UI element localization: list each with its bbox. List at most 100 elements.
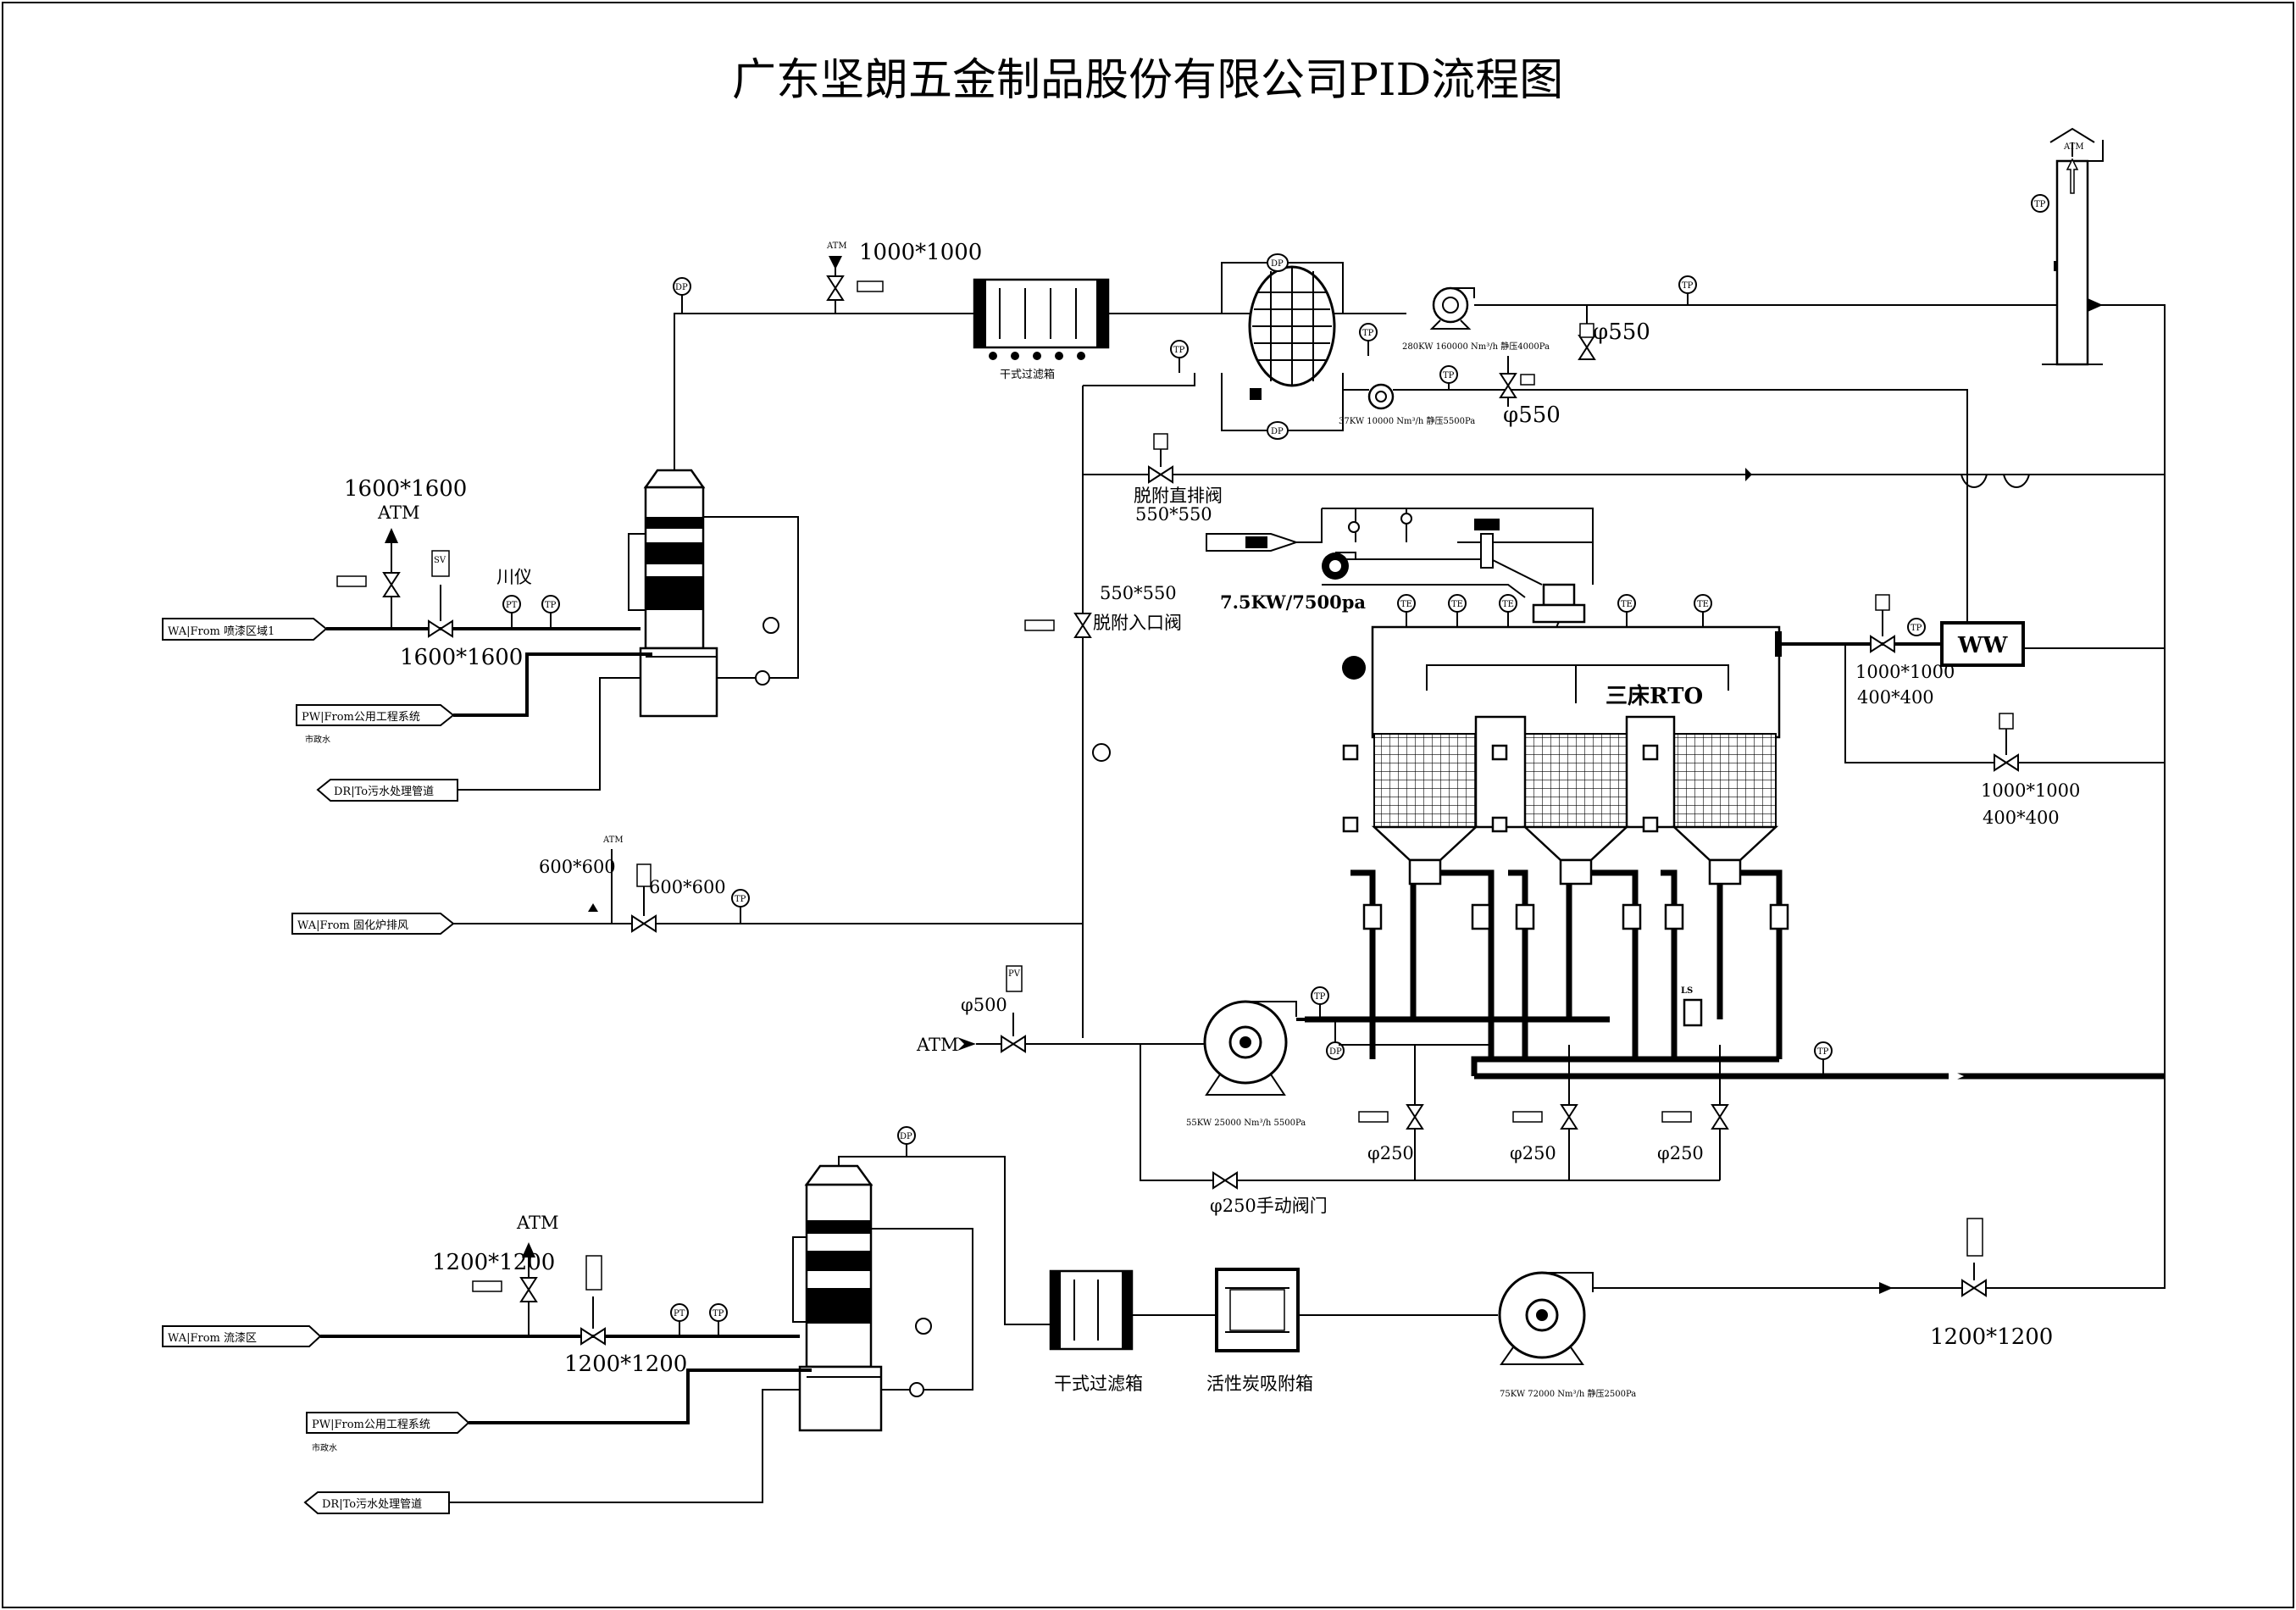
tp-gauge-rto-out: TP (1814, 1041, 1833, 1076)
source-wa-3: WA|From 流漆区 (162, 1325, 322, 1347)
burner-system: 7.5KW/7500pa (1206, 508, 1594, 653)
svg-text:ATM: ATM (516, 1213, 559, 1233)
valve-phi550-bottom: φ550 (1500, 356, 1561, 428)
svg-text:1200*1200: 1200*1200 (1930, 1324, 2053, 1350)
svg-text:DP: DP (1329, 1047, 1342, 1057)
svg-text:DR|To污水处理管道: DR|To污水处理管道 (334, 786, 434, 798)
valve-1000-b: 1000*1000 400*400 (1981, 713, 2080, 828)
svg-text:DP: DP (900, 1132, 912, 1141)
valve-1600: SV 1600*1600 (400, 550, 523, 670)
source-dr-1: DR|To污水处理管道 (316, 779, 458, 802)
svg-text:TE: TE (1451, 600, 1463, 609)
svg-text:脱附直排阀: 脱附直排阀 (1134, 486, 1223, 506)
svg-text:7.5KW/7500pa: 7.5KW/7500pa (1220, 591, 1366, 613)
fan-37kw: 37KW 10000 Nm³/h 静压5500Pa (1339, 383, 1475, 426)
svg-text:55KW 25000 Nm³/h 5500Pa: 55KW 25000 Nm³/h 5500Pa (1186, 1119, 1306, 1128)
svg-text:1600*1600: 1600*1600 (400, 645, 523, 670)
svg-text:TP: TP (1817, 1047, 1829, 1057)
svg-text:ATM: ATM (826, 242, 847, 251)
svg-text:DP: DP (1271, 259, 1284, 269)
svg-text:PT: PT (674, 1309, 685, 1319)
zeolite-rotor: DP DP (1221, 253, 1344, 440)
outlet-arrow (1949, 1069, 1964, 1083)
tp-gauge-rotor-out: TP (1359, 323, 1378, 356)
pipe-ww-out (1844, 644, 2165, 763)
valve-desorb-exhaust: 脱附直排阀 550*550 (1134, 433, 1223, 525)
diagram-title: 广东坚朗五金制品股份有限公司PID流程图 (732, 55, 1563, 106)
tp-gauge-desorb: TP (1439, 365, 1458, 390)
svg-text:TP: TP (735, 895, 746, 904)
svg-text:1000*1000: 1000*1000 (1855, 662, 1955, 682)
pipe-scrubber1-to-filter (674, 313, 974, 470)
pipe-dr1 (458, 677, 641, 791)
scrubber2-recirc (792, 1228, 973, 1391)
svg-text:市政水: 市政水 (312, 1442, 337, 1453)
fan-75kw: 75KW 72000 Nm³/h 静压2500Pa (1498, 1271, 1636, 1399)
svg-text:600*600: 600*600 (649, 877, 726, 897)
valve-600: 600*600 (631, 863, 726, 932)
svg-text:SV: SV (434, 556, 446, 565)
svg-text:TE: TE (1621, 600, 1633, 609)
svg-text:TP: TP (1314, 992, 1326, 1002)
svg-text:1200*1200: 1200*1200 (564, 1352, 687, 1377)
svg-text:活性炭吸附箱: 活性炭吸附箱 (1206, 1374, 1313, 1394)
valve-1000-a: TP 1000*1000 400*400 (1855, 594, 1955, 708)
valve-1200-a: 1200*1200 (564, 1255, 687, 1377)
svg-text:75KW 72000 Nm³/h 静压2500Pa: 75KW 72000 Nm³/h 静压2500Pa (1500, 1388, 1636, 1399)
dp-gauge-1: DP (673, 277, 691, 314)
svg-text:TP: TP (2034, 200, 2046, 209)
source-pw-1: PW|From公用工程系统 市政水 (296, 704, 455, 745)
svg-text:LS: LS (1681, 986, 1693, 996)
tp-gauge-desorb-line: TP (1170, 340, 1189, 373)
scrubber1-recirc (628, 516, 799, 679)
svg-text:ATM: ATM (916, 1035, 959, 1055)
valve-desorb-inlet: 550*550 脱附入口阀 (1024, 583, 1182, 638)
svg-text:550*550: 550*550 (1100, 583, 1177, 603)
pt-tp-gauges-1: PT TP (502, 595, 560, 629)
svg-text:1000*1000: 1000*1000 (1981, 780, 2080, 801)
source-wa-2: WA|From 固化炉排风 (291, 913, 455, 935)
ww-heat-exchanger: WW (1940, 621, 2025, 667)
ca-gauge (1092, 743, 1111, 762)
atm-vent-1600: ATM 1600*1600 (336, 476, 467, 629)
svg-text:ATM: ATM (2063, 142, 2084, 152)
svg-text:三床RTO: 三床RTO (1606, 683, 1703, 709)
fan-55kw: 55KW 25000 Nm³/h 5500Pa (1186, 1000, 1306, 1128)
svg-text:TP: TP (1362, 329, 1374, 338)
svg-text:WA|From 固化炉排风: WA|From 固化炉排风 (297, 919, 408, 932)
svg-text:φ250: φ250 (1657, 1143, 1704, 1163)
svg-text:WW: WW (1957, 633, 2008, 658)
svg-text:脱附入口阀: 脱附入口阀 (1093, 613, 1182, 633)
svg-text:ATM: ATM (602, 836, 624, 845)
scrubber-tower-2 (798, 1164, 883, 1432)
source-wa-1: WA|From 喷漆区域1 (162, 618, 328, 641)
dry-filter-box-2: 干式过滤箱 (1049, 1269, 1143, 1394)
rto-three-bed: 三床RTO (1342, 625, 1781, 886)
svg-text:TP: TP (1173, 346, 1185, 355)
atm-vent-1200: ATM 1200*1200 (432, 1213, 559, 1336)
source-dr-2: DR|To污水处理管道 (303, 1491, 450, 1514)
svg-text:PW|From公用工程系统: PW|From公用工程系统 (312, 1418, 430, 1431)
pt-tp-gauges-2: PT TP (670, 1303, 728, 1336)
svg-text:TP: TP (1682, 281, 1694, 291)
valve-manual-250: φ250手动阀门 (1210, 1172, 1328, 1216)
svg-text:280KW 160000 Nm³/h 静压4000Pa: 280KW 160000 Nm³/h 静压4000Pa (1402, 341, 1550, 352)
atm-vent-600: ATM 600*600 (539, 836, 624, 924)
carbon-adsorption-box: 活性炭吸附箱 (1206, 1268, 1313, 1394)
pipe-pw2 (469, 1368, 812, 1424)
svg-text:φ550: φ550 (1503, 402, 1561, 428)
svg-text:WA|From 喷漆区域1: WA|From 喷漆区域1 (168, 625, 275, 638)
pipe-pw1 (453, 652, 652, 717)
valve-phi550-top: φ550 (1578, 305, 1650, 360)
svg-text:TE: TE (1400, 600, 1412, 609)
tp-gauge-exhaust: TP (1678, 275, 1697, 305)
tp-dp-fan55: TP DP (1311, 986, 1345, 1060)
svg-text:550*550: 550*550 (1135, 504, 1212, 525)
atm-inlet: ATM PV φ500 (916, 965, 1205, 1055)
svg-text:干式过滤箱: 干式过滤箱 (1054, 1374, 1143, 1394)
svg-text:TE: TE (1502, 600, 1514, 609)
svg-text:φ250: φ250 (1367, 1143, 1414, 1163)
svg-text:400*400: 400*400 (1857, 687, 1934, 708)
